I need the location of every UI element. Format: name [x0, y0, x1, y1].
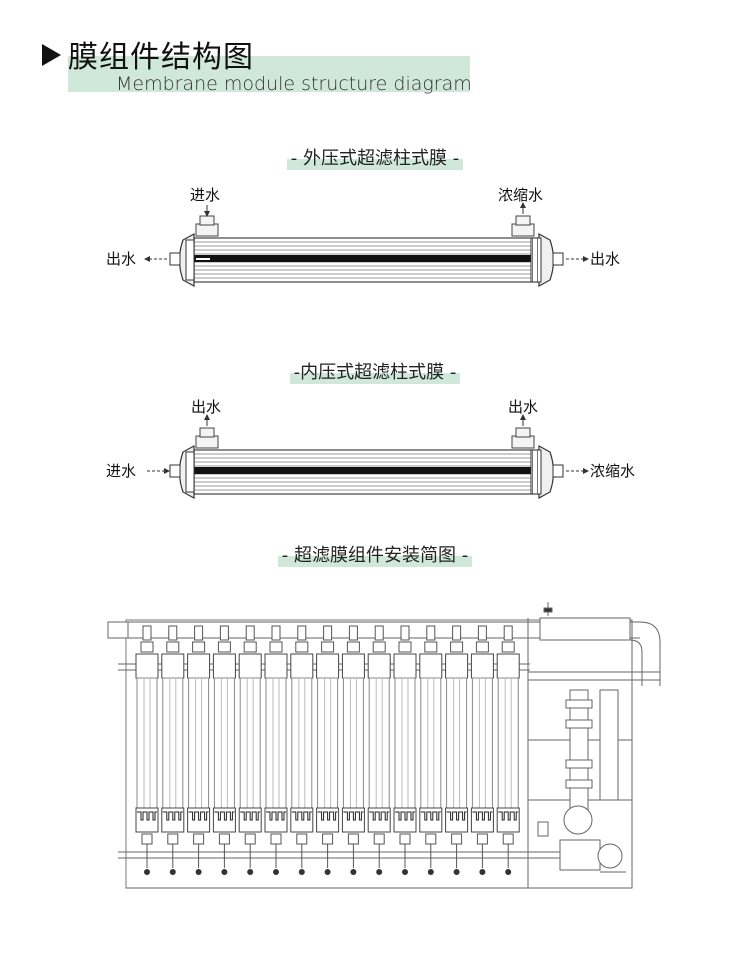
- label-outlet-top-left: 出水: [191, 398, 222, 416]
- membrane-columns: [135, 625, 520, 875]
- label-inlet-left: 进水: [106, 462, 137, 480]
- label-inlet: 进水: [190, 186, 221, 204]
- page-title: 膜组件结构图: [68, 40, 254, 75]
- module-external: [144, 202, 589, 288]
- membrane-column: [135, 625, 159, 875]
- membrane-column: [161, 625, 185, 875]
- title-highlight: [68, 56, 470, 92]
- membrane-column: [470, 625, 494, 875]
- membrane-column: [367, 625, 391, 875]
- install-diagram: [107, 602, 661, 889]
- membrane-column: [264, 625, 288, 875]
- membrane-column: [187, 625, 211, 875]
- membrane-column: [316, 625, 340, 875]
- label-concentrate: 浓缩水: [498, 186, 544, 204]
- membrane-column: [496, 625, 520, 875]
- label-outlet-left: 出水: [106, 250, 137, 268]
- label-outlet-right: 出水: [590, 250, 621, 268]
- section-title-install: - 超滤膜组件安装简图 -: [0, 545, 750, 567]
- membrane-column: [419, 625, 443, 875]
- membrane-column: [290, 625, 314, 875]
- membrane-column: [212, 625, 236, 875]
- module-internal: [147, 414, 589, 500]
- membrane-column: [238, 625, 262, 875]
- page-subtitle: Membrane module structure diagram: [116, 73, 472, 95]
- page-header: 膜组件结构图 Membrane module structure diagram: [42, 38, 482, 98]
- section-title-internal: -内压式超滤柱式膜 -: [0, 362, 750, 384]
- membrane-column: [393, 625, 417, 875]
- membrane-column: [341, 625, 365, 875]
- play-arrow-icon: [42, 44, 61, 66]
- membrane-column: [445, 625, 469, 875]
- label-concentrate-right: 浓缩水: [590, 462, 636, 480]
- label-outlet-top-right: 出水: [508, 398, 539, 416]
- section-title-external: - 外压式超滤柱式膜 -: [0, 148, 750, 170]
